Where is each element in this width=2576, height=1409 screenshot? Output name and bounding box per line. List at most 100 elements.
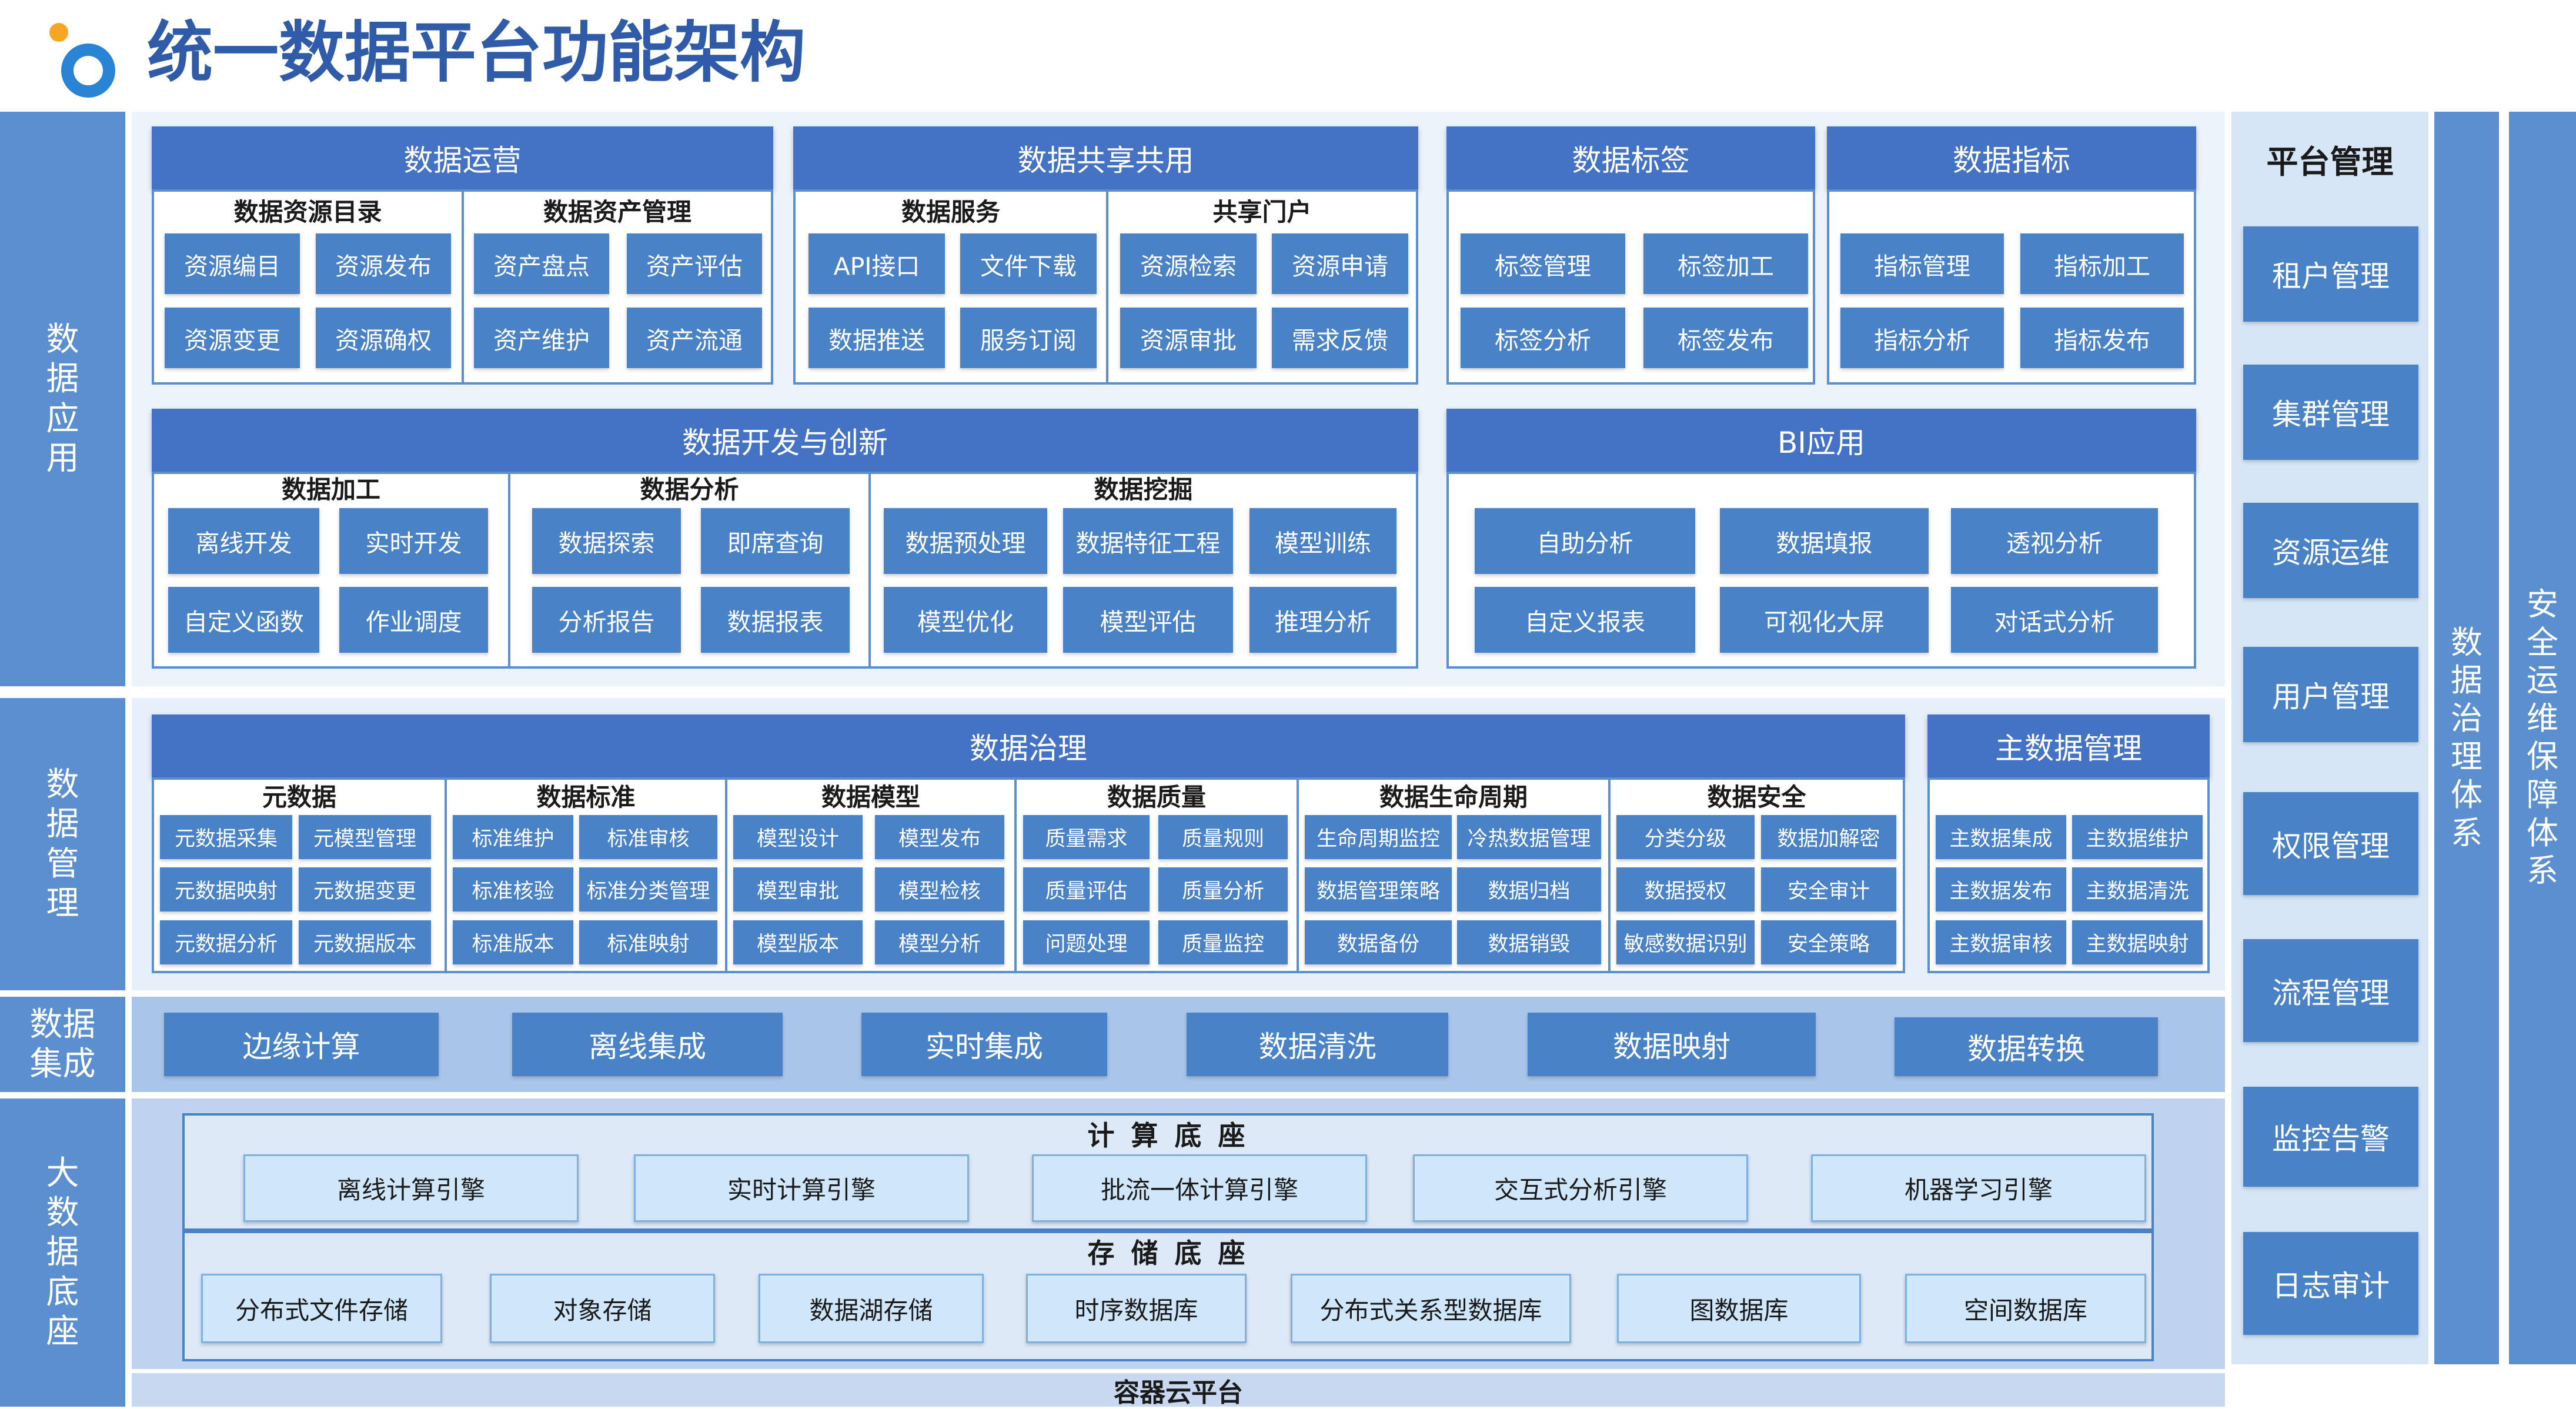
platform-item[interactable]: 资源运维 bbox=[2243, 503, 2418, 598]
platform-item[interactable]: 租户管理 bbox=[2243, 226, 2418, 322]
bi-item[interactable]: 透视分析 bbox=[1951, 508, 2158, 574]
integ-item[interactable]: 边缘计算 bbox=[164, 1013, 439, 1076]
gov-item[interactable]: 数据备份 bbox=[1305, 920, 1452, 964]
dev-item[interactable]: 自定义函数 bbox=[168, 587, 319, 653]
dev-item[interactable]: 即席查询 bbox=[701, 508, 850, 574]
gov-item[interactable]: 模型版本 bbox=[733, 920, 863, 964]
share-item[interactable]: 资源申请 bbox=[1272, 233, 1408, 294]
mdm-item[interactable]: 主数据审核 bbox=[1936, 920, 2066, 964]
gov-item[interactable]: 数据归档 bbox=[1457, 867, 1601, 911]
dev-item[interactable]: 模型训练 bbox=[1249, 508, 1396, 574]
platform-item[interactable]: 权限管理 bbox=[2243, 792, 2418, 895]
dev-item[interactable]: 数据报表 bbox=[701, 587, 850, 653]
gov-item[interactable]: 数据授权 bbox=[1616, 867, 1755, 911]
bi-item[interactable]: 可视化大屏 bbox=[1720, 587, 1929, 653]
integ-item[interactable]: 离线集成 bbox=[512, 1013, 783, 1076]
ops-item[interactable]: 资产维护 bbox=[474, 308, 609, 368]
bi-item[interactable]: 自助分析 bbox=[1475, 508, 1695, 574]
tag-item[interactable]: 标签加工 bbox=[1643, 233, 1808, 294]
storage-item[interactable]: 对象存储 bbox=[490, 1274, 715, 1343]
platform-item[interactable]: 集群管理 bbox=[2243, 365, 2418, 460]
mdm-item[interactable]: 主数据发布 bbox=[1936, 867, 2066, 911]
dev-item[interactable]: 数据预处理 bbox=[884, 508, 1047, 574]
integ-item[interactable]: 数据清洗 bbox=[1187, 1013, 1448, 1076]
gov-item[interactable]: 生命周期监控 bbox=[1305, 815, 1452, 859]
gov-item[interactable]: 质量评估 bbox=[1023, 867, 1150, 911]
dev-item[interactable]: 实时开发 bbox=[339, 508, 488, 574]
gov-item[interactable]: 质量规则 bbox=[1158, 815, 1288, 859]
bi-item[interactable]: 对话式分析 bbox=[1951, 587, 2158, 653]
compute-engine[interactable]: 实时计算引擎 bbox=[634, 1154, 969, 1222]
compute-engine[interactable]: 机器学习引擎 bbox=[1811, 1154, 2146, 1222]
dev-item[interactable]: 推理分析 bbox=[1249, 587, 1396, 653]
dev-item[interactable]: 数据探索 bbox=[532, 508, 681, 574]
gov-item[interactable]: 数据加解密 bbox=[1761, 815, 1896, 859]
gov-item[interactable]: 元数据分析 bbox=[160, 920, 292, 964]
integ-item[interactable]: 数据映射 bbox=[1528, 1013, 1816, 1076]
tag-item[interactable]: 标签管理 bbox=[1461, 233, 1625, 294]
tag-item[interactable]: 标签发布 bbox=[1643, 308, 1808, 368]
dev-item[interactable]: 模型优化 bbox=[884, 587, 1047, 653]
gov-item[interactable]: 元数据映射 bbox=[160, 867, 292, 911]
compute-engine[interactable]: 交互式分析引擎 bbox=[1413, 1154, 1748, 1222]
dev-item[interactable]: 作业调度 bbox=[339, 587, 488, 653]
gov-item[interactable]: 安全策略 bbox=[1761, 920, 1896, 964]
platform-item[interactable]: 用户管理 bbox=[2243, 647, 2418, 742]
mdm-item[interactable]: 主数据集成 bbox=[1936, 815, 2066, 859]
share-item[interactable]: 需求反馈 bbox=[1272, 308, 1408, 368]
integ-item[interactable]: 数据转换 bbox=[1895, 1017, 2158, 1076]
ops-item[interactable]: 资源发布 bbox=[316, 233, 451, 294]
metric-item[interactable]: 指标加工 bbox=[2020, 233, 2184, 294]
share-item[interactable]: 资源审批 bbox=[1120, 308, 1257, 368]
share-item[interactable]: 资源检索 bbox=[1120, 233, 1257, 294]
storage-item[interactable]: 数据湖存储 bbox=[759, 1274, 984, 1343]
gov-item[interactable]: 模型检核 bbox=[875, 867, 1004, 911]
gov-item[interactable]: 质量分析 bbox=[1158, 867, 1288, 911]
ops-item[interactable]: 资产评估 bbox=[627, 233, 762, 294]
gov-item[interactable]: 质量监控 bbox=[1158, 920, 1288, 964]
dev-item[interactable]: 模型评估 bbox=[1063, 587, 1233, 653]
gov-item[interactable]: 模型审批 bbox=[733, 867, 863, 911]
gov-item[interactable]: 元数据采集 bbox=[160, 815, 292, 859]
gov-item[interactable]: 标准分类管理 bbox=[579, 867, 717, 911]
gov-item[interactable]: 问题处理 bbox=[1023, 920, 1150, 964]
mdm-item[interactable]: 主数据清洗 bbox=[2072, 867, 2203, 911]
gov-item[interactable]: 标准核验 bbox=[453, 867, 573, 911]
storage-item[interactable]: 分布式文件存储 bbox=[201, 1274, 442, 1343]
platform-item[interactable]: 监控告警 bbox=[2243, 1087, 2418, 1187]
gov-item[interactable]: 标准版本 bbox=[453, 920, 573, 964]
share-item[interactable]: 数据推送 bbox=[808, 308, 945, 368]
gov-item[interactable]: 敏感数据识别 bbox=[1616, 920, 1755, 964]
dev-item[interactable]: 离线开发 bbox=[168, 508, 319, 574]
gov-item[interactable]: 安全审计 bbox=[1761, 867, 1896, 911]
gov-item[interactable]: 标准维护 bbox=[453, 815, 573, 859]
dev-item[interactable]: 数据特征工程 bbox=[1063, 508, 1233, 574]
gov-item[interactable]: 模型发布 bbox=[875, 815, 1004, 859]
storage-item[interactable]: 分布式关系型数据库 bbox=[1291, 1274, 1571, 1343]
dev-item[interactable]: 分析报告 bbox=[532, 587, 681, 653]
gov-item[interactable]: 标准映射 bbox=[579, 920, 717, 964]
gov-item[interactable]: 元数据变更 bbox=[299, 867, 431, 911]
platform-item[interactable]: 流程管理 bbox=[2243, 939, 2418, 1042]
gov-item[interactable]: 分类分级 bbox=[1616, 815, 1755, 859]
gov-item[interactable]: 元模型管理 bbox=[299, 815, 431, 859]
storage-item[interactable]: 空间数据库 bbox=[1905, 1274, 2146, 1343]
ops-item[interactable]: 资源确权 bbox=[316, 308, 451, 368]
share-item[interactable]: 服务订阅 bbox=[960, 308, 1097, 368]
bi-item[interactable]: 自定义报表 bbox=[1475, 587, 1695, 653]
compute-engine[interactable]: 批流一体计算引擎 bbox=[1032, 1154, 1367, 1222]
metric-item[interactable]: 指标分析 bbox=[1840, 308, 2004, 368]
storage-item[interactable]: 图数据库 bbox=[1617, 1274, 1861, 1343]
share-item[interactable]: 文件下载 bbox=[960, 233, 1097, 294]
share-item[interactable]: API接口 bbox=[808, 233, 945, 294]
metric-item[interactable]: 指标发布 bbox=[2020, 308, 2184, 368]
ops-item[interactable]: 资源编目 bbox=[165, 233, 300, 294]
bi-item[interactable]: 数据填报 bbox=[1720, 508, 1929, 574]
platform-item[interactable]: 日志审计 bbox=[2243, 1232, 2418, 1335]
compute-engine[interactable]: 离线计算引擎 bbox=[243, 1154, 579, 1222]
ops-item[interactable]: 资产流通 bbox=[627, 308, 762, 368]
gov-item[interactable]: 数据销毁 bbox=[1457, 920, 1601, 964]
ops-item[interactable]: 资产盘点 bbox=[474, 233, 609, 294]
gov-item[interactable]: 模型分析 bbox=[875, 920, 1004, 964]
storage-item[interactable]: 时序数据库 bbox=[1026, 1274, 1247, 1343]
